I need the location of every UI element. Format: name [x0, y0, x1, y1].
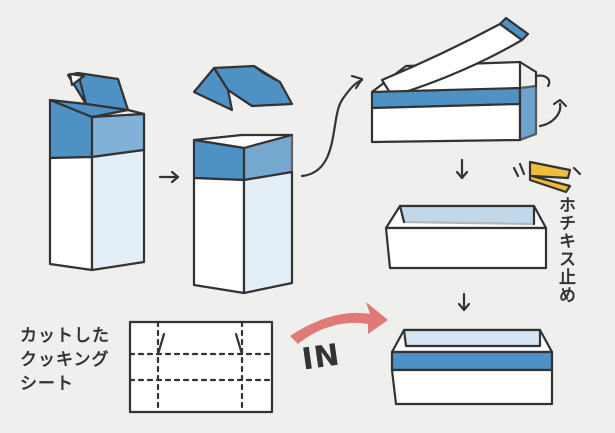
staple-label: ホチキス止め — [555, 196, 575, 304]
whole-milk-carton — [48, 71, 146, 272]
stapler-icon — [512, 160, 582, 194]
in-label: IN — [299, 337, 343, 378]
cut-carton-top — [192, 64, 294, 112]
carton-on-side — [370, 16, 568, 144]
cooking-sheet — [128, 320, 274, 414]
sheet-label-line-3: シート — [20, 374, 74, 394]
arrow-step-1 — [158, 170, 180, 184]
cooking-sheet-label: カットした クッキング シート — [20, 324, 110, 396]
carton-body — [192, 133, 294, 295]
arrow-down-2 — [457, 292, 471, 312]
sheet-label-line-1: カットした — [20, 326, 110, 346]
in-arrow — [290, 302, 388, 344]
sheet-label-line-2: クッキング — [20, 350, 110, 370]
box-with-sheet — [390, 328, 554, 406]
arrow-down-1 — [455, 158, 469, 180]
open-box — [384, 204, 548, 270]
arrow-step-2 — [300, 74, 364, 178]
